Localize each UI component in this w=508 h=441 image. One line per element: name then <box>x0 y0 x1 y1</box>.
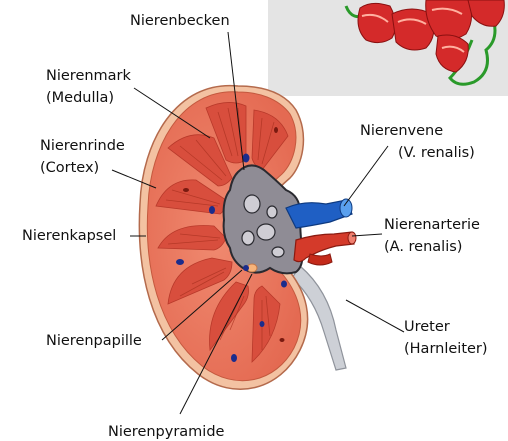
label-nierenmark: Nierenmark <box>46 68 132 84</box>
label-cortex: (Cortex) <box>40 160 99 176</box>
label-nierenbecken: Nierenbecken <box>130 13 230 29</box>
renal-vein-opening <box>340 199 352 217</box>
label-a-renalis: (A. renalis) <box>384 239 462 255</box>
label-nierenpapille: Nierenpapille <box>46 333 142 349</box>
label-v-renalis: (V. renalis) <box>398 145 475 161</box>
label-harnleiter: (Harnleiter) <box>404 341 488 357</box>
label-nierenrinde: Nierenrinde <box>40 138 125 154</box>
label-nierenarterie: Nierenarterie <box>384 217 480 233</box>
label-nierenvene: Nierenvene <box>360 123 443 139</box>
label-medulla: (Medulla) <box>46 90 114 106</box>
label-nierenkapsel: Nierenkapsel <box>22 228 116 244</box>
protein-structure-inset <box>268 0 508 96</box>
label-nierenpyramide: Nierenpyramide <box>108 424 225 440</box>
renal-artery-opening <box>348 232 356 244</box>
label-ureter: Ureter <box>404 319 450 335</box>
renal-artery-branch <box>308 254 332 265</box>
renal-pelvis <box>224 165 303 273</box>
